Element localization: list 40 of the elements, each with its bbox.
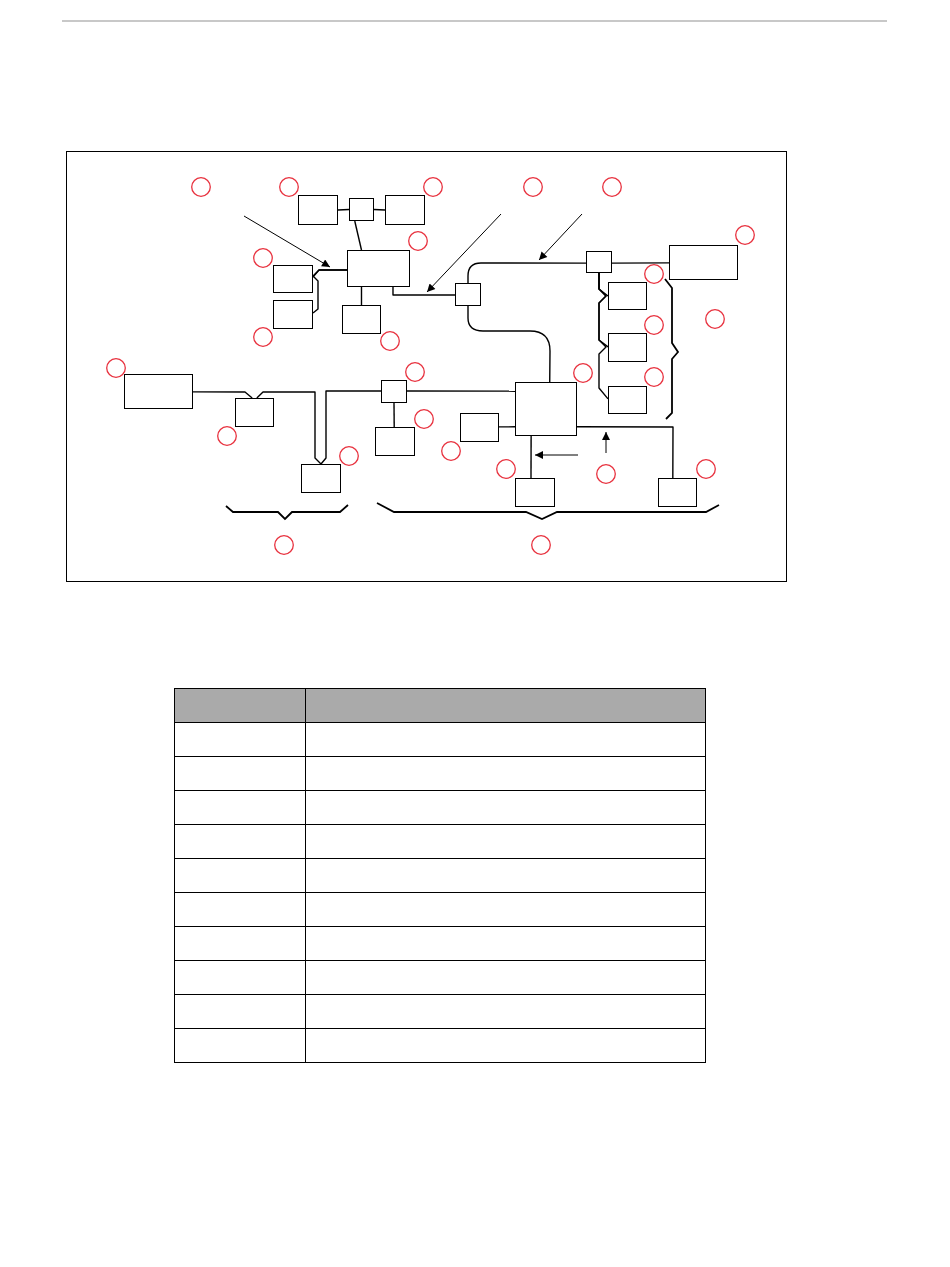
connector-line [320,390,382,465]
connector-line [598,272,609,400]
empty-block [298,195,338,225]
empty-block [273,265,313,293]
connector-line [611,262,670,264]
connector-line [256,391,322,465]
empty-block [460,413,499,442]
empty-block [349,198,374,221]
empty-block [515,478,555,507]
empty-block [301,464,341,493]
connector-line [498,426,516,428]
empty-block [124,374,193,409]
connector-line [393,402,395,428]
connector-line [392,286,456,296]
connector-line [312,269,348,314]
empty-block [515,382,577,436]
empty-block [608,333,647,362]
empty-block [347,250,410,287]
connector-line [373,208,386,211]
empty-block [342,305,381,334]
empty-block [273,300,313,329]
connector-line [360,286,363,306]
empty-block [385,195,425,225]
empty-block [658,478,697,507]
connector-line [576,426,674,479]
empty-block [608,282,647,310]
empty-block [586,251,612,273]
connector-line [354,220,363,251]
empty-block [669,245,738,280]
empty-block [455,283,481,306]
empty-block [381,380,407,403]
connector-line [337,208,350,211]
connector-line [467,262,587,284]
connector-line [467,305,551,383]
connector-line [406,390,516,392]
empty-block [235,398,274,427]
connector-line [192,391,253,399]
empty-block [608,386,647,414]
empty-block [375,427,415,456]
connector-line [530,435,532,479]
